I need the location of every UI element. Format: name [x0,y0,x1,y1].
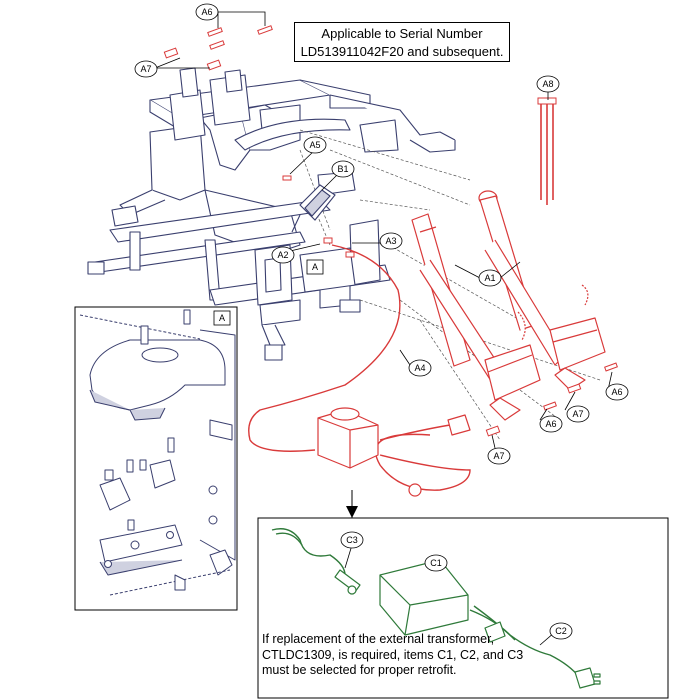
svg-text:A4: A4 [414,363,425,373]
svg-text:A6: A6 [545,419,556,429]
serial-note-line1: Applicable to Serial Number [321,26,483,41]
svg-text:A1: A1 [484,273,495,283]
callout-a-inset: A [213,310,231,326]
svg-text:A7: A7 [140,64,151,74]
svg-text:A5: A5 [309,140,320,150]
svg-text:C3: C3 [346,535,358,545]
svg-text:A8: A8 [542,79,553,89]
retrofit-note: If replacement of the external transform… [262,632,662,679]
callout-c3: C3 [340,531,364,549]
retrofit-note-line3: must be selected for proper retrofit. [262,663,457,677]
svg-text:A7: A7 [572,409,583,419]
inset-a [74,306,238,611]
callout-a2: A2 [271,246,295,264]
svg-text:A6: A6 [611,387,622,397]
callout-a8: A8 [536,75,560,93]
callout-b1: B1 [331,160,355,178]
svg-text:B1: B1 [337,164,348,174]
callout-a6-top: A6 [195,3,219,21]
callout-a7-bottom: A7 [487,447,511,465]
svg-text:C1: C1 [430,558,442,568]
callout-c2: C2 [549,622,573,640]
callout-a7-right: A7 [566,405,590,423]
svg-text:A2: A2 [277,250,288,260]
svg-text:A3: A3 [385,236,396,246]
pins-and-clips [163,25,618,437]
callout-a3: A3 [379,232,403,250]
callout-a5: A5 [303,136,327,154]
svg-text:A7: A7 [493,451,504,461]
power-supply [317,407,471,497]
callout-c1: C1 [424,554,448,572]
cable-ties [537,97,557,205]
callout-a-ref: A [306,259,324,275]
transformer-inset [257,490,669,699]
callout-a1: A1 [478,269,502,287]
svg-text:A6: A6 [201,7,212,17]
svg-text:A: A [312,262,318,272]
retrofit-note-line1: If replacement of the external transform… [262,632,495,646]
svg-text:A: A [219,313,225,323]
hand-control [291,184,336,233]
lift-mechanism-frame [87,67,456,361]
serial-number-note: Applicable to Serial Number LD513911042F… [294,22,510,62]
callout-a6-mid: A6 [539,415,563,433]
callout-a7-top: A7 [134,60,158,78]
callout-a6-right: A6 [605,383,629,401]
callout-leaders [154,11,613,646]
serial-note-line2: LD513911042F20 and subsequent. [300,44,504,59]
callout-a4: A4 [408,359,432,377]
svg-text:C2: C2 [555,626,567,636]
lift-actuators [411,190,606,421]
retrofit-note-line2: CTLDC1309, is required, items C1, C2, an… [262,647,524,662]
